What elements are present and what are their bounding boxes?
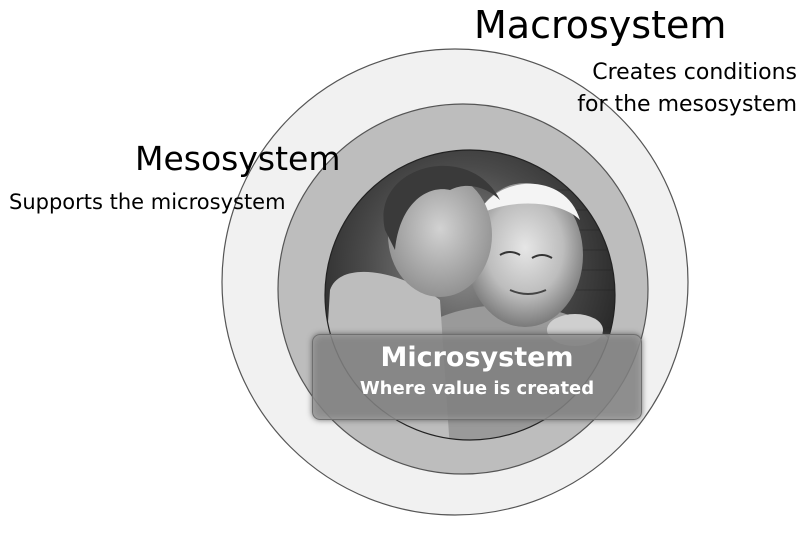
microsystem-label-box: Microsystem Where value is created xyxy=(312,334,642,420)
microsystem-subtitle: Where value is created xyxy=(359,378,595,400)
mesosystem-title: Mesosystem xyxy=(135,139,341,178)
macrosystem-title: Macrosystem xyxy=(474,3,727,47)
mesosystem-subtitle: Supports the microsystem xyxy=(9,190,286,214)
macrosystem-subtitle-line1: Creates conditions xyxy=(592,60,797,85)
microsystem-title: Microsystem xyxy=(380,342,574,373)
microsystem-circle-outline xyxy=(324,149,616,441)
macrosystem-subtitle-line2: for the mesosystem xyxy=(577,92,797,117)
